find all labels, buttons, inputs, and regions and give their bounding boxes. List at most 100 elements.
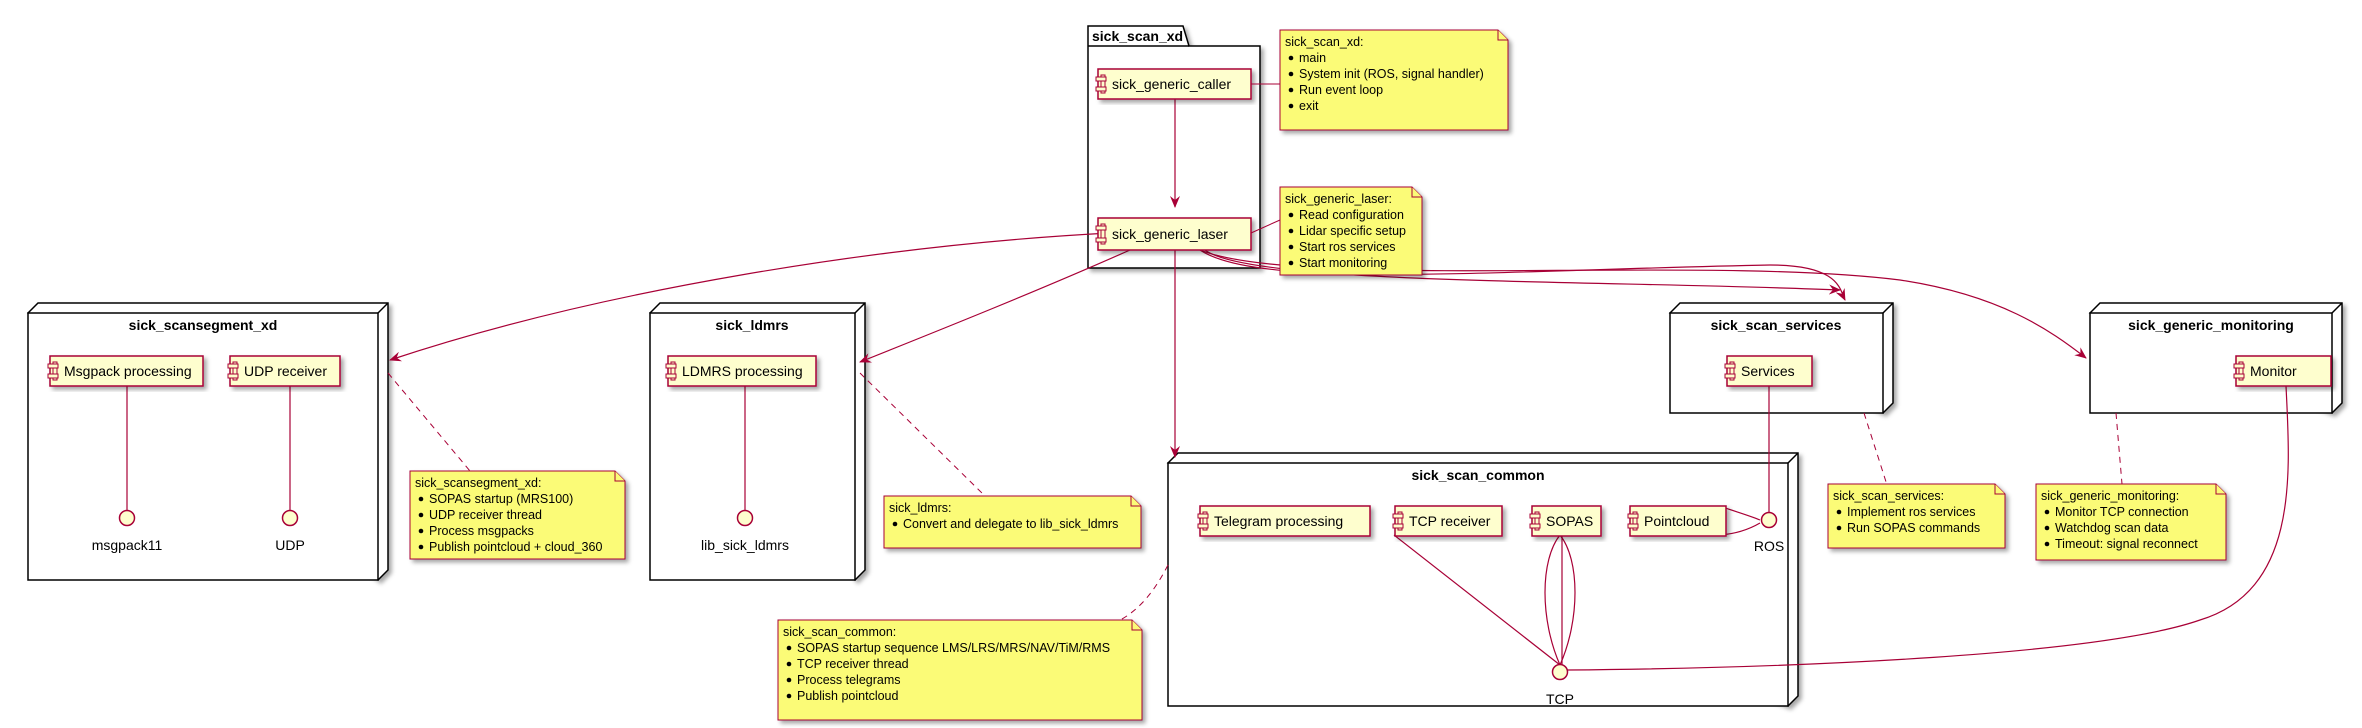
bullet-dot	[1288, 71, 1294, 77]
note-bullet: Timeout: signal reconnect	[2055, 537, 2198, 551]
note-bullet: TCP receiver thread	[797, 657, 909, 671]
note-bullet: Publish pointcloud	[797, 689, 899, 703]
note-monitoring: sick_generic_monitoring: Monitor TCP conn…	[2035, 483, 2227, 561]
bullet-dot	[2044, 509, 2050, 515]
note-bullet: SOPAS startup (MRS100)	[429, 492, 573, 506]
interface-udp: UDP	[275, 509, 305, 553]
component-label: Msgpack processing	[64, 363, 192, 379]
bullet-dot	[1836, 525, 1842, 531]
note-title: sick_scan_services:	[1833, 489, 1944, 503]
note-bullet: Convert and delegate to lib_sick_ldmrs	[903, 517, 1118, 531]
bullet-dot	[1288, 228, 1294, 234]
note-bullet: Watchdog scan data	[2055, 521, 2169, 535]
component-monitor: Monitor	[2233, 355, 2332, 387]
bullet-dot	[1288, 260, 1294, 266]
component-label: Services	[1741, 363, 1795, 379]
bullet-dot	[1288, 103, 1294, 109]
package-note-connectors	[1250, 83, 1281, 234]
note-scansegment: sick_scansegment_xd: SOPAS startup (MRS10…	[409, 470, 626, 560]
note-bullet: Process telegrams	[797, 673, 901, 687]
bullet-dot	[2044, 541, 2050, 547]
bullet-dot	[1288, 55, 1294, 61]
component-label: sick_generic_laser	[1112, 226, 1228, 242]
note-title: sick_scansegment_xd:	[415, 476, 541, 490]
component-msgpack: Msgpack processing	[47, 355, 204, 387]
component-ldmrs: LDMRS processing	[665, 355, 817, 387]
bullet-dot	[1288, 212, 1294, 218]
component-tcp-receiver: TCP receiver	[1392, 505, 1503, 537]
component-label: SOPAS	[1546, 513, 1593, 529]
note-bullet: exit	[1299, 99, 1319, 113]
component-label: Pointcloud	[1644, 513, 1709, 529]
note-title: sick_generic_laser:	[1285, 192, 1392, 206]
bullet-dot	[418, 544, 424, 550]
note-bullet: System init (ROS, signal handler)	[1299, 67, 1484, 81]
bullet-dot	[786, 661, 792, 667]
node-title: sick_scansegment_xd	[129, 317, 278, 333]
bullet-dot	[418, 496, 424, 502]
note-bullet: main	[1299, 51, 1326, 65]
note-title: sick_ldmrs:	[889, 501, 952, 515]
note-bullet: Run SOPAS commands	[1847, 521, 1980, 535]
note-bullet: Start ros services	[1299, 240, 1396, 254]
component-laser: sick_generic_laser	[1095, 217, 1252, 251]
components: sick_generic_caller sick_generic_laserMsg…	[47, 68, 2332, 537]
component-label: sick_generic_caller	[1112, 76, 1231, 92]
note-bullet: Process msgpacks	[429, 524, 534, 538]
note-common: sick_scan_common:SOPAS startup sequence …	[777, 619, 1143, 721]
component-telegram: Telegram processing	[1197, 505, 1371, 537]
component-label: LDMRS processing	[682, 363, 803, 379]
arrows	[389, 98, 2087, 458]
bullet-dot	[1288, 244, 1294, 250]
bullet-dot	[2044, 525, 2050, 531]
node-title: sick_generic_monitoring	[2128, 317, 2294, 333]
component-label: TCP receiver	[1409, 513, 1491, 529]
package-title: sick_scan_xd	[1092, 28, 1183, 44]
note-ldmrs: sick_ldmrs: Convert and delegate to lib_s…	[883, 495, 1142, 549]
bullet-dot	[786, 645, 792, 651]
bullet-dot	[892, 521, 898, 527]
component-caller: sick_generic_caller	[1095, 68, 1252, 100]
component-services: Services	[1724, 355, 1813, 387]
bullet-dot	[418, 512, 424, 518]
note-bullet: Start monitoring	[1299, 256, 1387, 270]
interface-links	[126, 385, 2289, 671]
note-services: sick_scan_services: Implement ros service…	[1827, 483, 2006, 549]
node-sick-scansegment-xd: sick_scansegment_xd	[26, 302, 389, 581]
bullet-dot	[418, 528, 424, 534]
interface-label: TCP	[1546, 691, 1574, 707]
interface-label: ROS	[1754, 538, 1784, 554]
note-bullet: Publish pointcloud + cloud_360	[429, 540, 602, 554]
node-title: sick_ldmrs	[715, 317, 788, 333]
component-label: Telegram processing	[1214, 513, 1343, 529]
component-label: UDP receiver	[244, 363, 327, 379]
note-connectors	[387, 372, 2123, 629]
note-bullet: Implement ros services	[1847, 505, 1976, 519]
note-title: sick_generic_monitoring:	[2041, 489, 2179, 503]
interface-msgpack11: msgpack11	[92, 509, 163, 553]
node-title: sick_scan_services	[1711, 317, 1842, 333]
bullet-dot	[786, 693, 792, 699]
interface-label: lib_sick_ldmrs	[701, 537, 789, 553]
bullet-dot	[786, 677, 792, 683]
note-bullet: Monitor TCP connection	[2055, 505, 2189, 519]
interface-ros: ROS	[1754, 511, 1784, 554]
node-sick-scan-services: sick_scan_services	[1668, 302, 1894, 414]
interface-label: UDP	[275, 537, 305, 553]
component-udp-receiver: UDP receiver	[227, 355, 341, 387]
interface-tcp: TCP	[1546, 663, 1574, 707]
note-bullet: SOPAS startup sequence LMS/LRS/MRS/NAV/T…	[797, 641, 1110, 655]
note-laser: sick_generic_laser: Read configurationLid…	[1279, 186, 1423, 276]
interface-label: msgpack11	[92, 537, 163, 553]
bullet-dot	[1836, 509, 1842, 515]
component-label: Monitor	[2250, 363, 2297, 379]
note-bullet: Run event loop	[1299, 83, 1383, 97]
note-bullet: Read configuration	[1299, 208, 1404, 222]
component-sopas: SOPAS	[1529, 505, 1602, 537]
bullet-dot	[1288, 87, 1294, 93]
component-pointcloud: Pointcloud	[1627, 505, 1727, 537]
note-bullet: Lidar specific setup	[1299, 224, 1406, 238]
